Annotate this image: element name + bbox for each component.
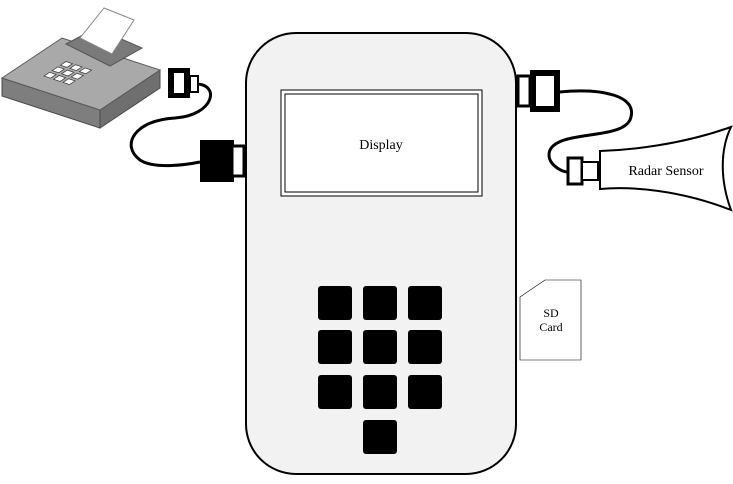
fax-key: [51, 66, 66, 74]
fax-key: [78, 67, 93, 75]
fax-key: [68, 64, 83, 72]
fax-key: [60, 69, 75, 77]
sd-card-label-line1: SD: [543, 306, 559, 320]
sd-card: SD Card: [519, 279, 582, 361]
main-device: Display: [245, 32, 517, 475]
radar-sensor: Radar Sensor: [599, 125, 733, 212]
radar-connector-icon: [566, 156, 599, 186]
sd-card-label-line2: Card: [539, 320, 562, 334]
keypad-key[interactable]: [318, 330, 352, 364]
keypad-key[interactable]: [363, 286, 397, 320]
fax-keypad: [43, 61, 93, 86]
keypad-key[interactable]: [318, 286, 352, 320]
fax-key: [43, 71, 58, 79]
keypad-key[interactable]: [363, 420, 397, 454]
device-left-connector-icon: [200, 140, 246, 182]
radar-sensor-label: Radar Sensor: [628, 164, 703, 179]
fax-key: [52, 75, 67, 82]
keypad-key[interactable]: [318, 375, 352, 409]
keypad-key[interactable]: [408, 375, 442, 409]
radar-cable: [547, 89, 634, 174]
device-keypad: [318, 286, 442, 454]
fax-key: [62, 78, 77, 86]
fax-machine-icon: [0, 7, 162, 129]
fax-connector-icon: [168, 68, 199, 98]
fax-key: [59, 61, 74, 68]
device-right-connector-icon: [516, 70, 560, 112]
keypad-key[interactable]: [363, 375, 397, 409]
fax-key: [70, 72, 85, 80]
fax-cable: [129, 82, 212, 168]
keypad-key[interactable]: [408, 286, 442, 320]
display-panel: Display: [280, 89, 483, 197]
keypad-key[interactable]: [363, 330, 397, 364]
display-label: Display: [359, 138, 403, 153]
keypad-key[interactable]: [408, 330, 442, 364]
